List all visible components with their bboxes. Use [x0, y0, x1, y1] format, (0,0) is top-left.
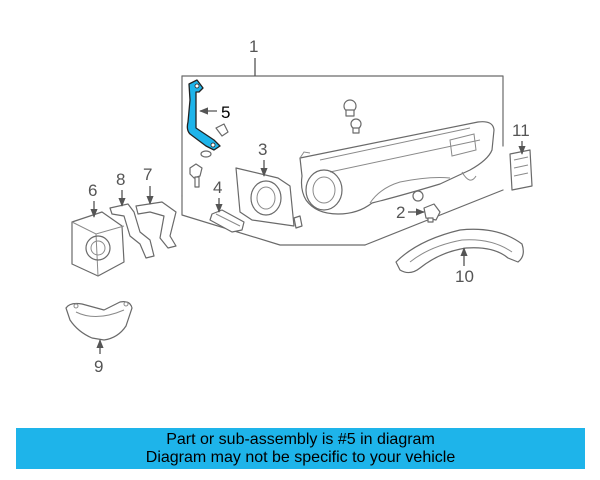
- callout-3: 3: [258, 140, 267, 159]
- part-10-liner: [395, 228, 524, 274]
- part-7-bracket: [135, 201, 177, 249]
- callout-8: 8: [116, 170, 125, 189]
- banner-line-2: Diagram may not be specific to your vehi…: [145, 448, 456, 466]
- part-2-fastener: [412, 190, 441, 223]
- callout-7: 7: [143, 165, 152, 184]
- bracket-hardware: [189, 123, 229, 188]
- callout-2: 2: [396, 203, 405, 222]
- callout-10: 10: [455, 267, 474, 286]
- part-8-bracket: [109, 203, 155, 259]
- callout-6: 6: [88, 181, 97, 200]
- parts-diagram: 1 5 3: [65, 37, 533, 376]
- callout-5: 5: [221, 103, 230, 122]
- part-6-housing: [71, 211, 125, 277]
- callout-11: 11: [512, 121, 530, 140]
- fender-panel: [299, 121, 495, 215]
- part-5-bracket: [186, 79, 221, 151]
- part-4-trim: [209, 209, 245, 233]
- info-banner: Part or sub-assembly is #5 in diagram Di…: [16, 428, 585, 469]
- callout-1: 1: [249, 37, 258, 56]
- banner-line-1: Part or sub-assembly is #5 in diagram: [166, 430, 435, 448]
- part-3-lamp-bracket: [235, 167, 303, 229]
- part-11-panel: [509, 149, 533, 191]
- part-9-cover: [65, 301, 133, 341]
- callout-4: 4: [213, 178, 222, 197]
- callout-9: 9: [94, 357, 103, 376]
- fender-clips: [343, 99, 362, 134]
